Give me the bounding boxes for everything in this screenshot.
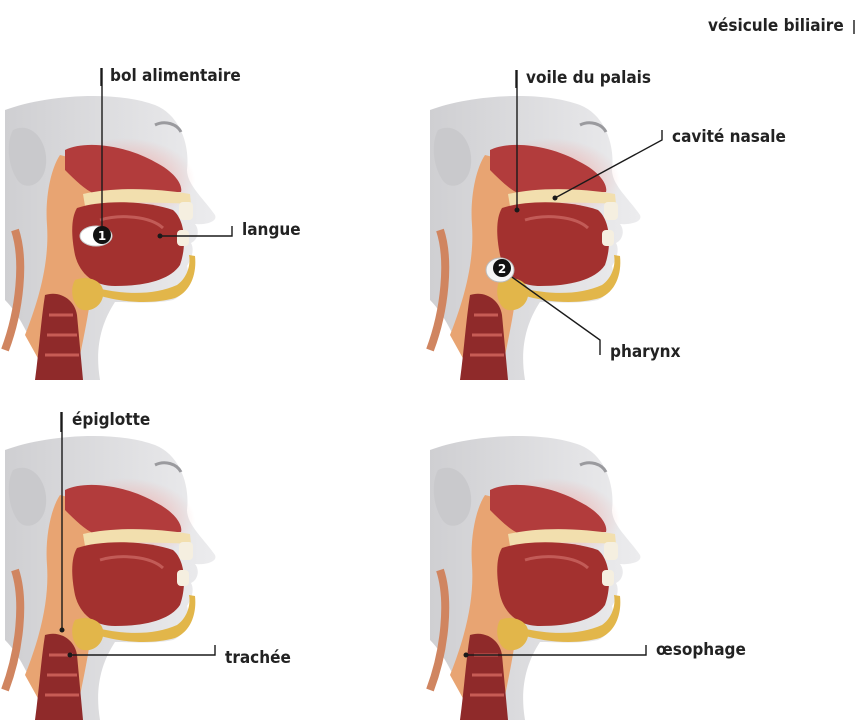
label-epiglotte: épiglotte xyxy=(72,410,150,430)
label-vesicule-biliaire: vésicule biliaire xyxy=(708,16,844,36)
marker-2: 2 xyxy=(493,259,511,277)
panel-2 xyxy=(430,96,640,380)
marker-2-text: 2 xyxy=(498,262,506,276)
label-langue: langue xyxy=(242,220,301,240)
label-pharynx: pharynx xyxy=(610,342,680,362)
marker-1-text: 1 xyxy=(98,229,106,243)
panel-3 xyxy=(5,436,215,720)
label-trachee: trachée xyxy=(225,648,291,668)
panel-4 xyxy=(430,436,640,720)
marker-1: 1 xyxy=(93,226,111,244)
label-oesophage: œsophage xyxy=(656,640,746,660)
label-cavite-nasale: cavité nasale xyxy=(672,127,786,147)
label-voile-du-palais: voile du palais xyxy=(526,68,651,88)
label-bol-alimentaire: bol alimentaire xyxy=(110,66,241,86)
